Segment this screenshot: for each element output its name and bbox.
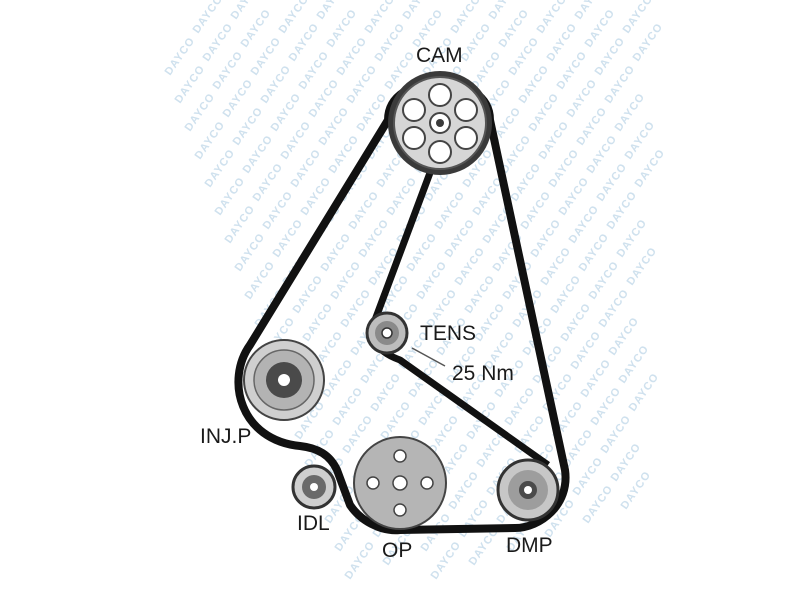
idler-pulley — [291, 464, 337, 510]
oil-pump-pulley — [353, 436, 447, 530]
cam-pulley — [388, 71, 492, 175]
idl-label: IDL — [297, 512, 330, 535]
injection-pump-pulley — [243, 339, 325, 421]
tensioner-pulley — [365, 311, 409, 355]
torque-leader-line — [411, 347, 446, 367]
tens-label: TENS — [420, 322, 476, 345]
torque-label: 25 Nm — [452, 362, 514, 385]
dmp-label: DMP — [506, 534, 553, 557]
injp-label: INJ.P — [200, 425, 251, 448]
damper-pulley — [496, 458, 560, 522]
cam-label: CAM — [416, 44, 463, 67]
op-label: OP — [382, 539, 412, 562]
